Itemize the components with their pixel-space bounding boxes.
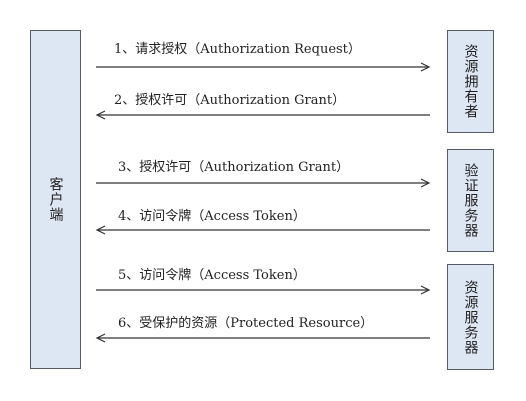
- step-4-label: 4、访问令牌（Access Token）: [118, 209, 306, 224]
- auth-server-label: 验证服务器: [462, 163, 479, 238]
- arrowhead-step-2: [95, 110, 106, 120]
- auth-server-box: 验证服务器: [447, 149, 494, 252]
- arrowhead-step-1: [420, 62, 431, 72]
- client-box: 客户端: [30, 30, 81, 369]
- arrowhead-step-6: [95, 333, 106, 343]
- resource-owner-label: 资源拥有者: [462, 44, 479, 119]
- resource-owner-box: 资源拥有者: [447, 30, 494, 133]
- client-label: 客户端: [47, 177, 64, 222]
- step-2-label: 2、授权许可（Authorization Grant）: [114, 93, 346, 108]
- arrowhead-step-4: [95, 225, 106, 235]
- resource-server-label: 资源服务器: [462, 279, 479, 355]
- step-6-label: 6、受保护的资源（Protected Resource）: [118, 316, 374, 331]
- resource-server-box: 资源服务器: [447, 264, 494, 370]
- arrowhead-step-5: [420, 285, 431, 295]
- step-5-label: 5、访问令牌（Access Token）: [118, 268, 306, 283]
- arrowhead-step-3: [420, 178, 431, 188]
- step-3-label: 3、授权许可（Authorization Grant）: [118, 160, 350, 175]
- step-1-label: 1、请求授权（Authorization Request）: [114, 42, 361, 57]
